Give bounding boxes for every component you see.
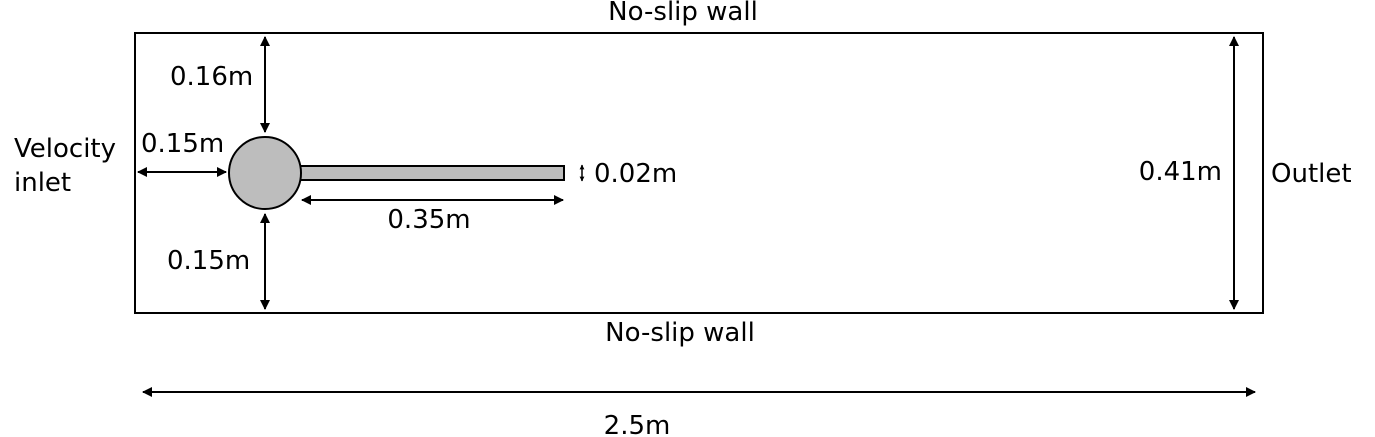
label-inlet-line1: Velocity bbox=[14, 134, 116, 164]
flag-beam bbox=[297, 165, 565, 181]
label-flag-length: 0.35m bbox=[387, 205, 470, 235]
channel-domain bbox=[134, 32, 1264, 314]
cylinder bbox=[228, 136, 302, 210]
label-cylinder-to-bottom: 0.15m bbox=[167, 246, 250, 276]
label-channel-height: 0.41m bbox=[1139, 157, 1222, 187]
label-top-wall: No-slip wall bbox=[608, 0, 758, 27]
label-inlet-to-cylinder: 0.15m bbox=[141, 129, 224, 159]
label-inlet-line2: inlet bbox=[14, 168, 71, 198]
label-channel-length: 2.5m bbox=[604, 411, 671, 437]
label-cylinder-to-top: 0.16m bbox=[170, 62, 253, 92]
label-flag-thickness: 0.02m bbox=[594, 159, 677, 189]
label-bottom-wall: No-slip wall bbox=[605, 318, 755, 348]
label-outlet: Outlet bbox=[1271, 159, 1352, 189]
